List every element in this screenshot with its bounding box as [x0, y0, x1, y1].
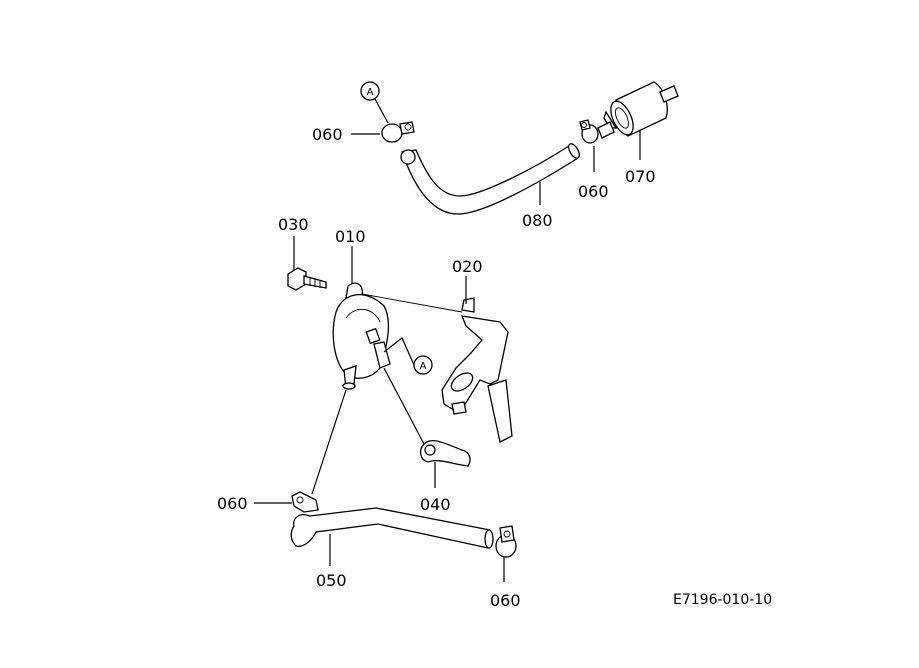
- label-060-c: 060: [217, 494, 248, 513]
- pump-to-clamp-line: [311, 389, 347, 495]
- label-040: 040: [420, 495, 451, 514]
- callout-a-mid-letter: A: [420, 361, 427, 372]
- callout-a-mid: A: [383, 337, 433, 375]
- hose-040: [383, 367, 471, 467]
- bolt-030: [287, 267, 327, 291]
- hose-clamp-060-top-right: [579, 119, 599, 144]
- mount-alignment-line: [361, 293, 463, 313]
- label-060-b: 060: [578, 182, 609, 201]
- label-030: 030: [278, 215, 309, 234]
- label-060-a: 060: [312, 125, 343, 144]
- hose-050: [290, 507, 494, 549]
- label-060-d: 060: [490, 591, 521, 610]
- hose-clamp-060-lower-right: [495, 525, 517, 558]
- hose-clamp-060-lower-left: [291, 491, 319, 513]
- callout-a-top: A: [360, 81, 389, 124]
- fuel-pump-010: [332, 282, 391, 390]
- reference-code: E7196-010-10: [673, 592, 772, 608]
- hose-080: [400, 143, 580, 215]
- hose-clamp-060-top-left: [381, 121, 415, 143]
- label-080: 080: [522, 211, 553, 230]
- callout-a-top-letter: A: [367, 87, 374, 98]
- label-020: 020: [452, 257, 483, 276]
- fuel-filter-070: [597, 81, 679, 139]
- label-070: 070: [625, 167, 656, 186]
- label-050: 050: [316, 571, 347, 590]
- label-010: 010: [335, 227, 366, 246]
- bracket-020: [441, 297, 513, 443]
